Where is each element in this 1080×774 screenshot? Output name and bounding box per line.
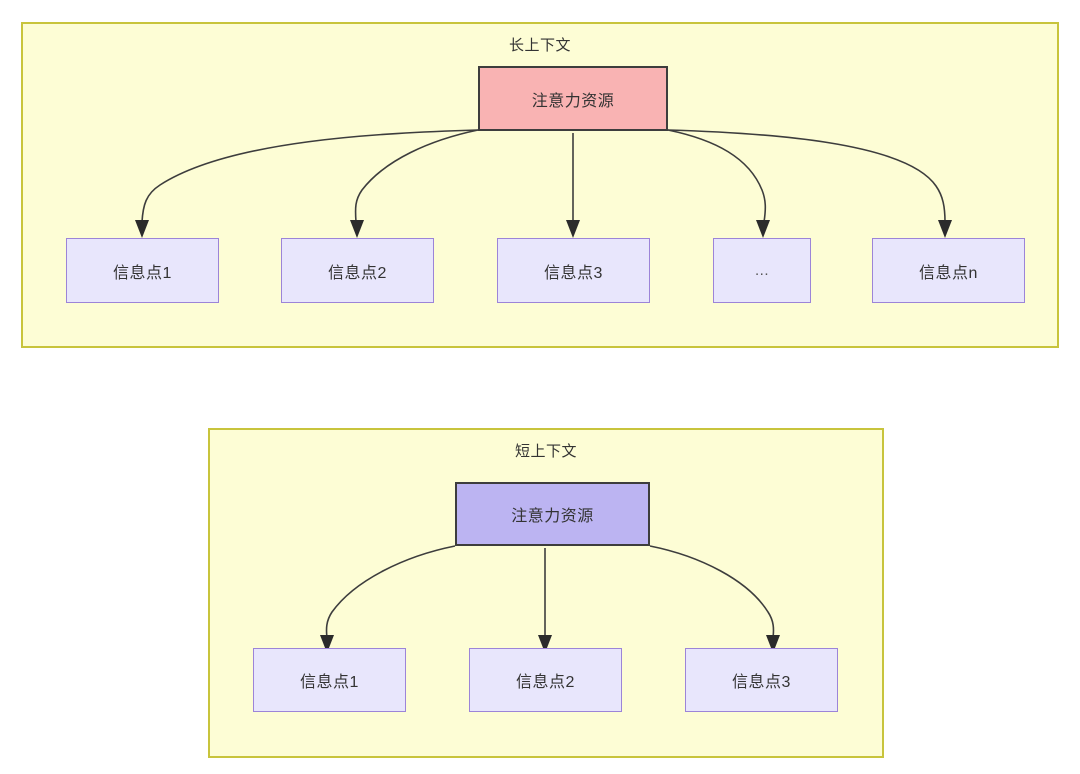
node-info-point-long-2[interactable]: 信息点2 [281, 238, 434, 303]
panel-long-context-title: 长上下文 [508, 37, 571, 54]
node-info-point-long-1[interactable]: 信息点1 [66, 238, 219, 303]
panel-short-context-title: 短上下文 [514, 443, 577, 460]
node-info-point-short-1[interactable]: 信息点1 [253, 648, 406, 712]
node-info-point-long-3[interactable]: 信息点3 [497, 238, 650, 303]
node-info-point-long-n[interactable]: 信息点n [872, 238, 1025, 303]
node-info-point-long-ellipsis[interactable]: ... [713, 238, 811, 303]
node-info-point-short-2[interactable]: 信息点2 [469, 648, 622, 712]
node-attention-resource-long[interactable]: 注意力资源 [478, 66, 668, 131]
node-attention-resource-short[interactable]: 注意力资源 [455, 482, 650, 546]
node-info-point-short-3[interactable]: 信息点3 [685, 648, 838, 712]
